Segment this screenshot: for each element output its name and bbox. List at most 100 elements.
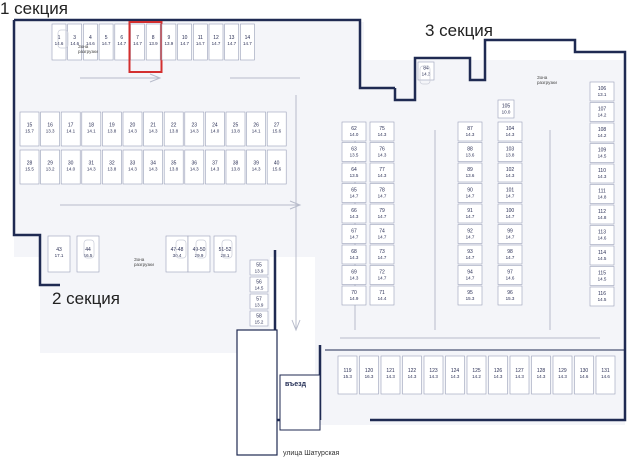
parking-spot-5[interactable]: 514.7 <box>98 23 114 61</box>
parking-spot-7[interactable]: 714.7 <box>128 21 163 73</box>
parking-spot-4[interactable]: 414.6 <box>83 23 98 61</box>
parking-spot-8[interactable]: 813.9 <box>145 23 161 61</box>
parking-spot-3[interactable]: 314.6 <box>67 23 82 61</box>
parking-spot-6[interactable]: 614.7 <box>114 23 130 61</box>
